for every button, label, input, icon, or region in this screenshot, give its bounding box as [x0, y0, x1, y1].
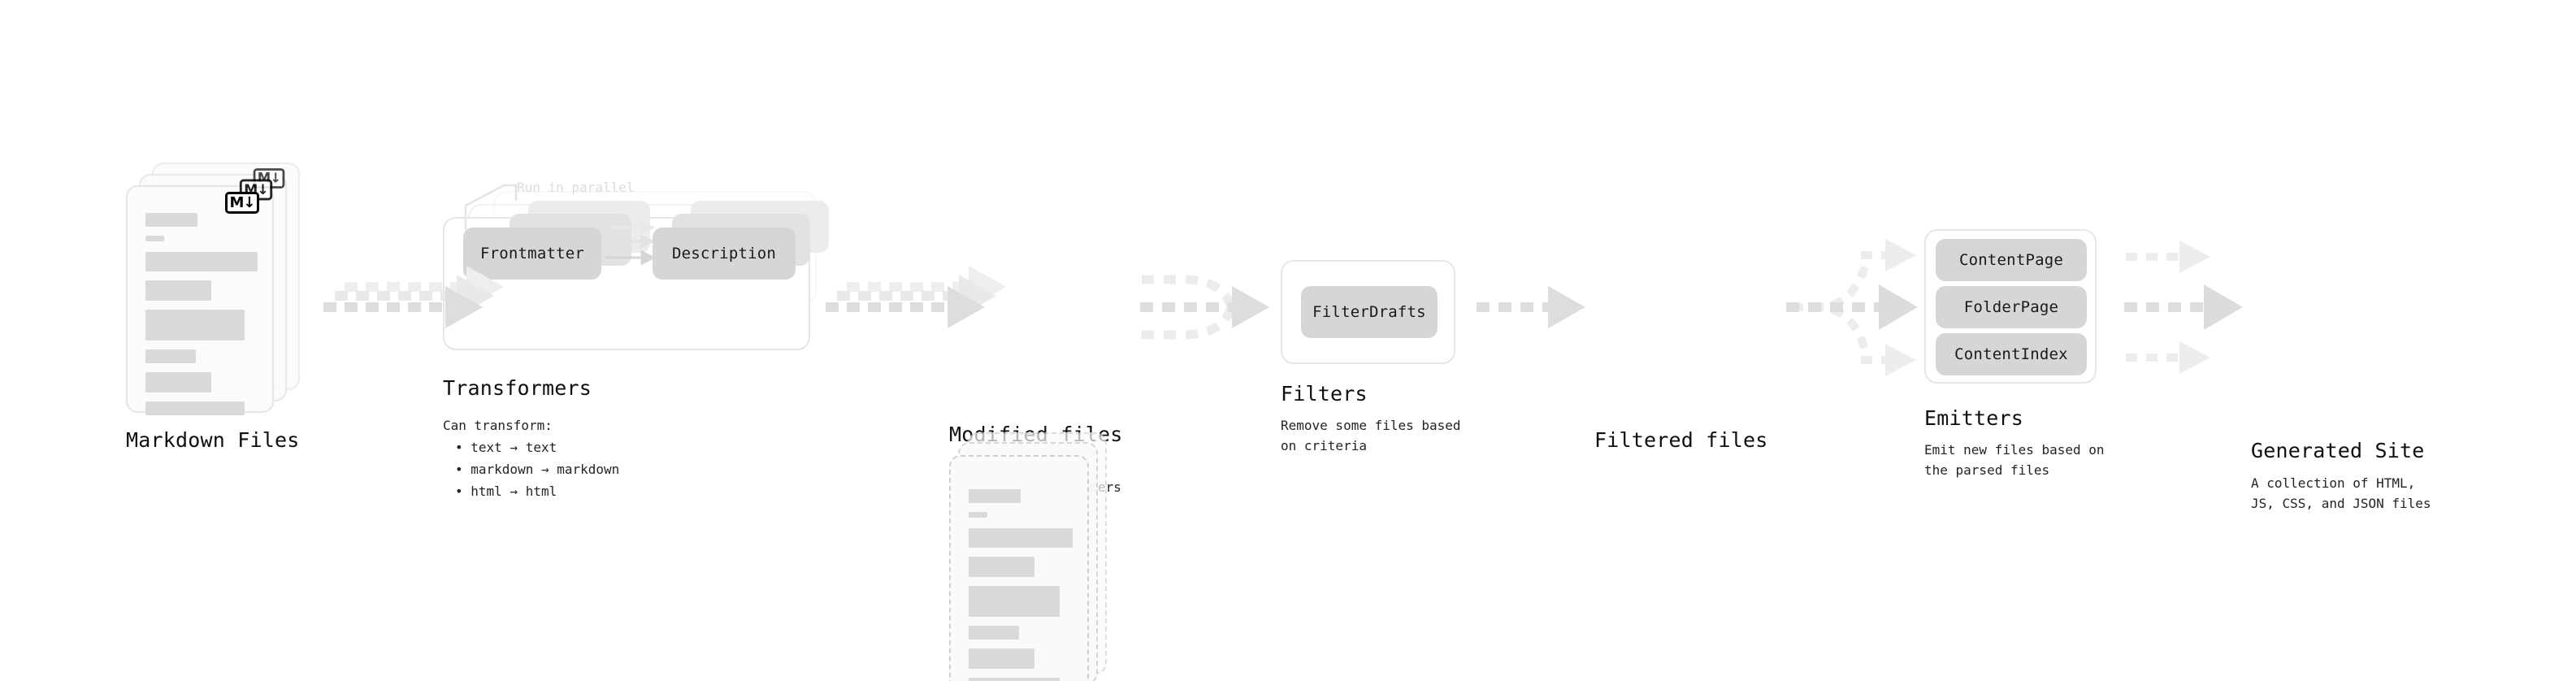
connector-emitters-to-site	[2124, 241, 2243, 374]
stage-subtitle-generated-site: A collection of HTML, JS, CSS, and JSON …	[2251, 475, 2431, 511]
emitter-chip-contentpage[interactable]: ContentPage	[1936, 239, 2087, 281]
file-card-front	[126, 185, 274, 415]
filter-chip-filterdrafts[interactable]: FilterDrafts	[1301, 286, 1438, 338]
transformer-chip-description[interactable]: Description	[653, 228, 796, 280]
run-in-parallel-bracket	[464, 184, 518, 230]
run-in-parallel-label: Run in parallel	[517, 180, 635, 195]
stage-title-generated-site: Generated Site	[2251, 439, 2425, 462]
connector-modified-to-filters	[1140, 275, 1269, 340]
placeholder-bars	[145, 213, 258, 424]
stage-filters: FilterDrafts	[1281, 260, 1459, 366]
transformer-bullet-1: • text → text	[455, 440, 557, 455]
stage-emitters: ContentPage FolderPage ContentIndex	[1924, 229, 2111, 392]
transformer-bullet-3: • html → html	[455, 484, 557, 499]
stage-subtitle-emitters: Emit new files based on the parsed files	[1924, 442, 2105, 478]
markdown-icon: M↓	[225, 192, 259, 214]
stage-title-markdown-files: Markdown Files	[126, 428, 300, 452]
connector-filtered-to-emitters	[1786, 239, 1918, 376]
transformer-inner-arrows	[605, 220, 657, 266]
file-card-front	[949, 455, 1089, 681]
connector-transformers-to-modified	[826, 266, 1006, 328]
transformer-bullet-2: • markdown → markdown	[455, 462, 620, 477]
stage-title-filters: Filters	[1281, 382, 1368, 406]
emitter-chip-contentindex[interactable]: ContentIndex	[1936, 333, 2087, 375]
stage-modified-files	[949, 432, 1128, 681]
placeholder-bars	[969, 489, 1073, 681]
stage-subtitle-filters: Remove some files based on criteria	[1281, 418, 1461, 453]
stage-transformers: Frontmatter Description	[443, 184, 829, 354]
emitter-chip-folderpage[interactable]: FolderPage	[1936, 286, 2087, 328]
stage-markdown-files: M↓ M↓ M↓	[126, 163, 313, 423]
stage-title-filtered-files: Filtered files	[1594, 428, 1768, 452]
stage-title-transformers: Transformers	[443, 376, 592, 400]
stage-title-emitters: Emitters	[1924, 406, 2024, 430]
connector-filters-to-filtered	[1477, 286, 1585, 328]
stage-subtitle-transformers: Can transform:	[443, 418, 553, 433]
